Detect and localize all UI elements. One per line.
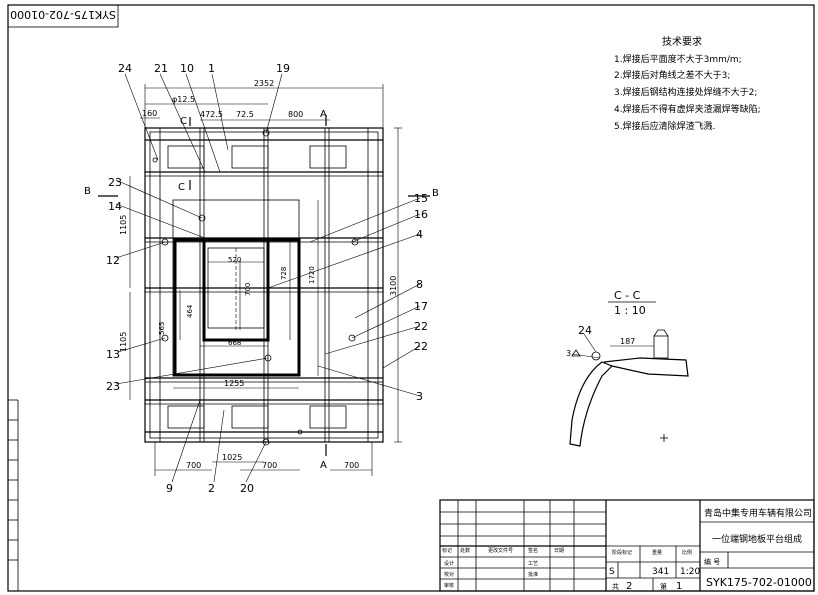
section-view-cc: C - C 1 : 10 187 24 3 — [566, 289, 689, 447]
dim-1255: 1255 — [224, 379, 244, 388]
tb-col-date: 日期 — [554, 548, 564, 554]
tb-row-design: 设计 — [444, 560, 454, 567]
section-marks: A A B B C C — [84, 109, 439, 471]
tb-row-approve: 批准 — [528, 571, 538, 578]
dim-728: 728 — [280, 267, 288, 280]
main-plan-view — [144, 127, 384, 446]
section-dim-187: 187 — [620, 337, 635, 346]
tb-col-sign: 签名 — [528, 547, 538, 554]
section-b-left: B — [84, 186, 91, 197]
section-cc-scale: 1 : 10 — [614, 304, 646, 317]
dim-700-left: 700 — [186, 461, 201, 470]
balloon-4: 4 — [416, 228, 423, 241]
tb-sheet-label: 第 — [660, 582, 667, 591]
sheet-border — [7, 4, 815, 592]
tech-item-2: 2.焊接后对角线之差不大于3; — [614, 69, 730, 81]
title-block: 标记 处数 更改文件号 签名 日期 设计 校对 审核 工艺 批准 阶段标记 重量… — [439, 499, 815, 592]
dim-520: 520 — [228, 256, 241, 264]
tb-row-process: 工艺 — [528, 561, 538, 567]
dim-phi: φ12.5 — [172, 95, 195, 104]
balloon-2: 2 — [208, 482, 215, 495]
balloon-15: 15 — [414, 192, 428, 205]
balloon-17: 17 — [414, 300, 428, 313]
dim-1105-bottom: 1105 — [119, 332, 128, 352]
tb-row-check: 校对 — [444, 571, 454, 578]
tb-company: 青岛中集专用车辆有限公司 — [704, 507, 812, 519]
section-weld-3: 3 — [566, 349, 571, 358]
tb-sheets-total: 2 — [626, 581, 632, 592]
tech-item-1: 1.焊接后平面度不大于3mm/m; — [614, 53, 742, 65]
dim-4725: 472.5 — [200, 110, 223, 119]
balloon-3: 3 — [416, 390, 423, 403]
balloon-numbers: 24 21 10 1 19 23 14 12 13 23 9 2 20 15 1… — [106, 62, 428, 495]
dim-1105-top: 1105 — [119, 215, 128, 235]
tb-col-mark: 标记 — [442, 547, 452, 554]
tb-label-scale: 比例 — [682, 549, 692, 556]
dimension-texts: 2352 φ12.5 472.5 72.5 800 160 1105 1105 … — [119, 79, 398, 470]
dimension-lines — [129, 84, 402, 476]
tb-part-name: 一位端钢地板平台组成 — [712, 533, 802, 545]
tb-drawing-number: SYK175-702-01000 — [706, 576, 812, 589]
balloon-23-bottom: 23 — [106, 380, 120, 393]
balloon-14: 14 — [108, 200, 122, 213]
balloon-13: 13 — [106, 348, 120, 361]
balloon-8: 8 — [416, 278, 423, 291]
section-a-bottom: A — [320, 460, 327, 471]
dim-668: 668 — [228, 339, 241, 347]
balloon-10: 10 — [180, 62, 194, 75]
section-cc-title: C - C — [614, 289, 641, 302]
tech-requirements: 技术要求 1.焊接后平面度不大于3mm/m; 2.焊接后对角线之差不大于3; 3… — [614, 35, 761, 132]
tb-label-weight: 重量 — [652, 549, 662, 556]
dim-725: 72.5 — [236, 110, 254, 119]
dim-700-mid: 700 — [262, 461, 277, 470]
section-a-top: A — [320, 109, 327, 120]
tech-item-4: 4.焊接后不得有虚焊夹渣漏焊等缺陷; — [614, 103, 761, 115]
balloon-24: 24 — [118, 62, 132, 75]
section-c-top: C — [180, 116, 187, 127]
balloon-22-b: 22 — [414, 340, 428, 353]
top-number-box — [7, 4, 119, 28]
tb-label-stage: 阶段标记 — [612, 549, 632, 556]
balloon-16: 16 — [414, 208, 428, 221]
tb-weight: 341 — [652, 567, 669, 577]
dim-160: 160 — [142, 109, 157, 118]
balloon-22-a: 22 — [414, 320, 428, 333]
dim-1025: 1025 — [222, 453, 242, 462]
balloon-1: 1 — [208, 62, 215, 75]
tech-item-5: 5.焊接后应清除焊渣飞溅. — [614, 120, 715, 132]
tb-sheets-total-label: 共 — [612, 582, 619, 591]
tb-scale: 1:20 — [680, 567, 700, 577]
tb-code-label: 编 号 — [704, 557, 720, 566]
balloon-23-top: 23 — [108, 176, 122, 189]
tb-col-count: 处数 — [460, 547, 470, 554]
dim-700-right: 700 — [344, 461, 359, 470]
dim-700-inner: 700 — [244, 283, 252, 296]
dim-800: 800 — [288, 110, 303, 119]
dim-total-width: 2352 — [254, 79, 274, 88]
top-drawing-number: SYK175-702-01000 — [10, 8, 116, 21]
balloon-21: 21 — [154, 62, 168, 75]
dim-3100: 3100 — [389, 276, 398, 296]
dim-1720: 1720 — [308, 266, 316, 284]
dim-565: 565 — [158, 322, 166, 335]
tb-stage: S — [609, 567, 615, 577]
section-c-mid: C — [178, 182, 185, 193]
left-margin-strip — [8, 399, 19, 591]
balloon-20: 20 — [240, 482, 254, 495]
tech-item-3: 3.焊接后钢结构连接处焊缝不大于2; — [614, 86, 757, 98]
balloon-12: 12 — [106, 254, 120, 267]
dim-464: 464 — [186, 304, 194, 318]
balloon-leaders — [115, 73, 421, 483]
tb-col-change: 更改文件号 — [488, 547, 513, 554]
balloon-19: 19 — [276, 62, 290, 75]
section-b-right: B — [432, 188, 439, 199]
section-balloon-24: 24 — [578, 324, 592, 337]
tech-title: 技术要求 — [662, 35, 702, 48]
tb-row-review: 审核 — [444, 582, 454, 589]
tb-sheet-no: 1 — [676, 581, 682, 592]
balloon-9: 9 — [166, 482, 173, 495]
